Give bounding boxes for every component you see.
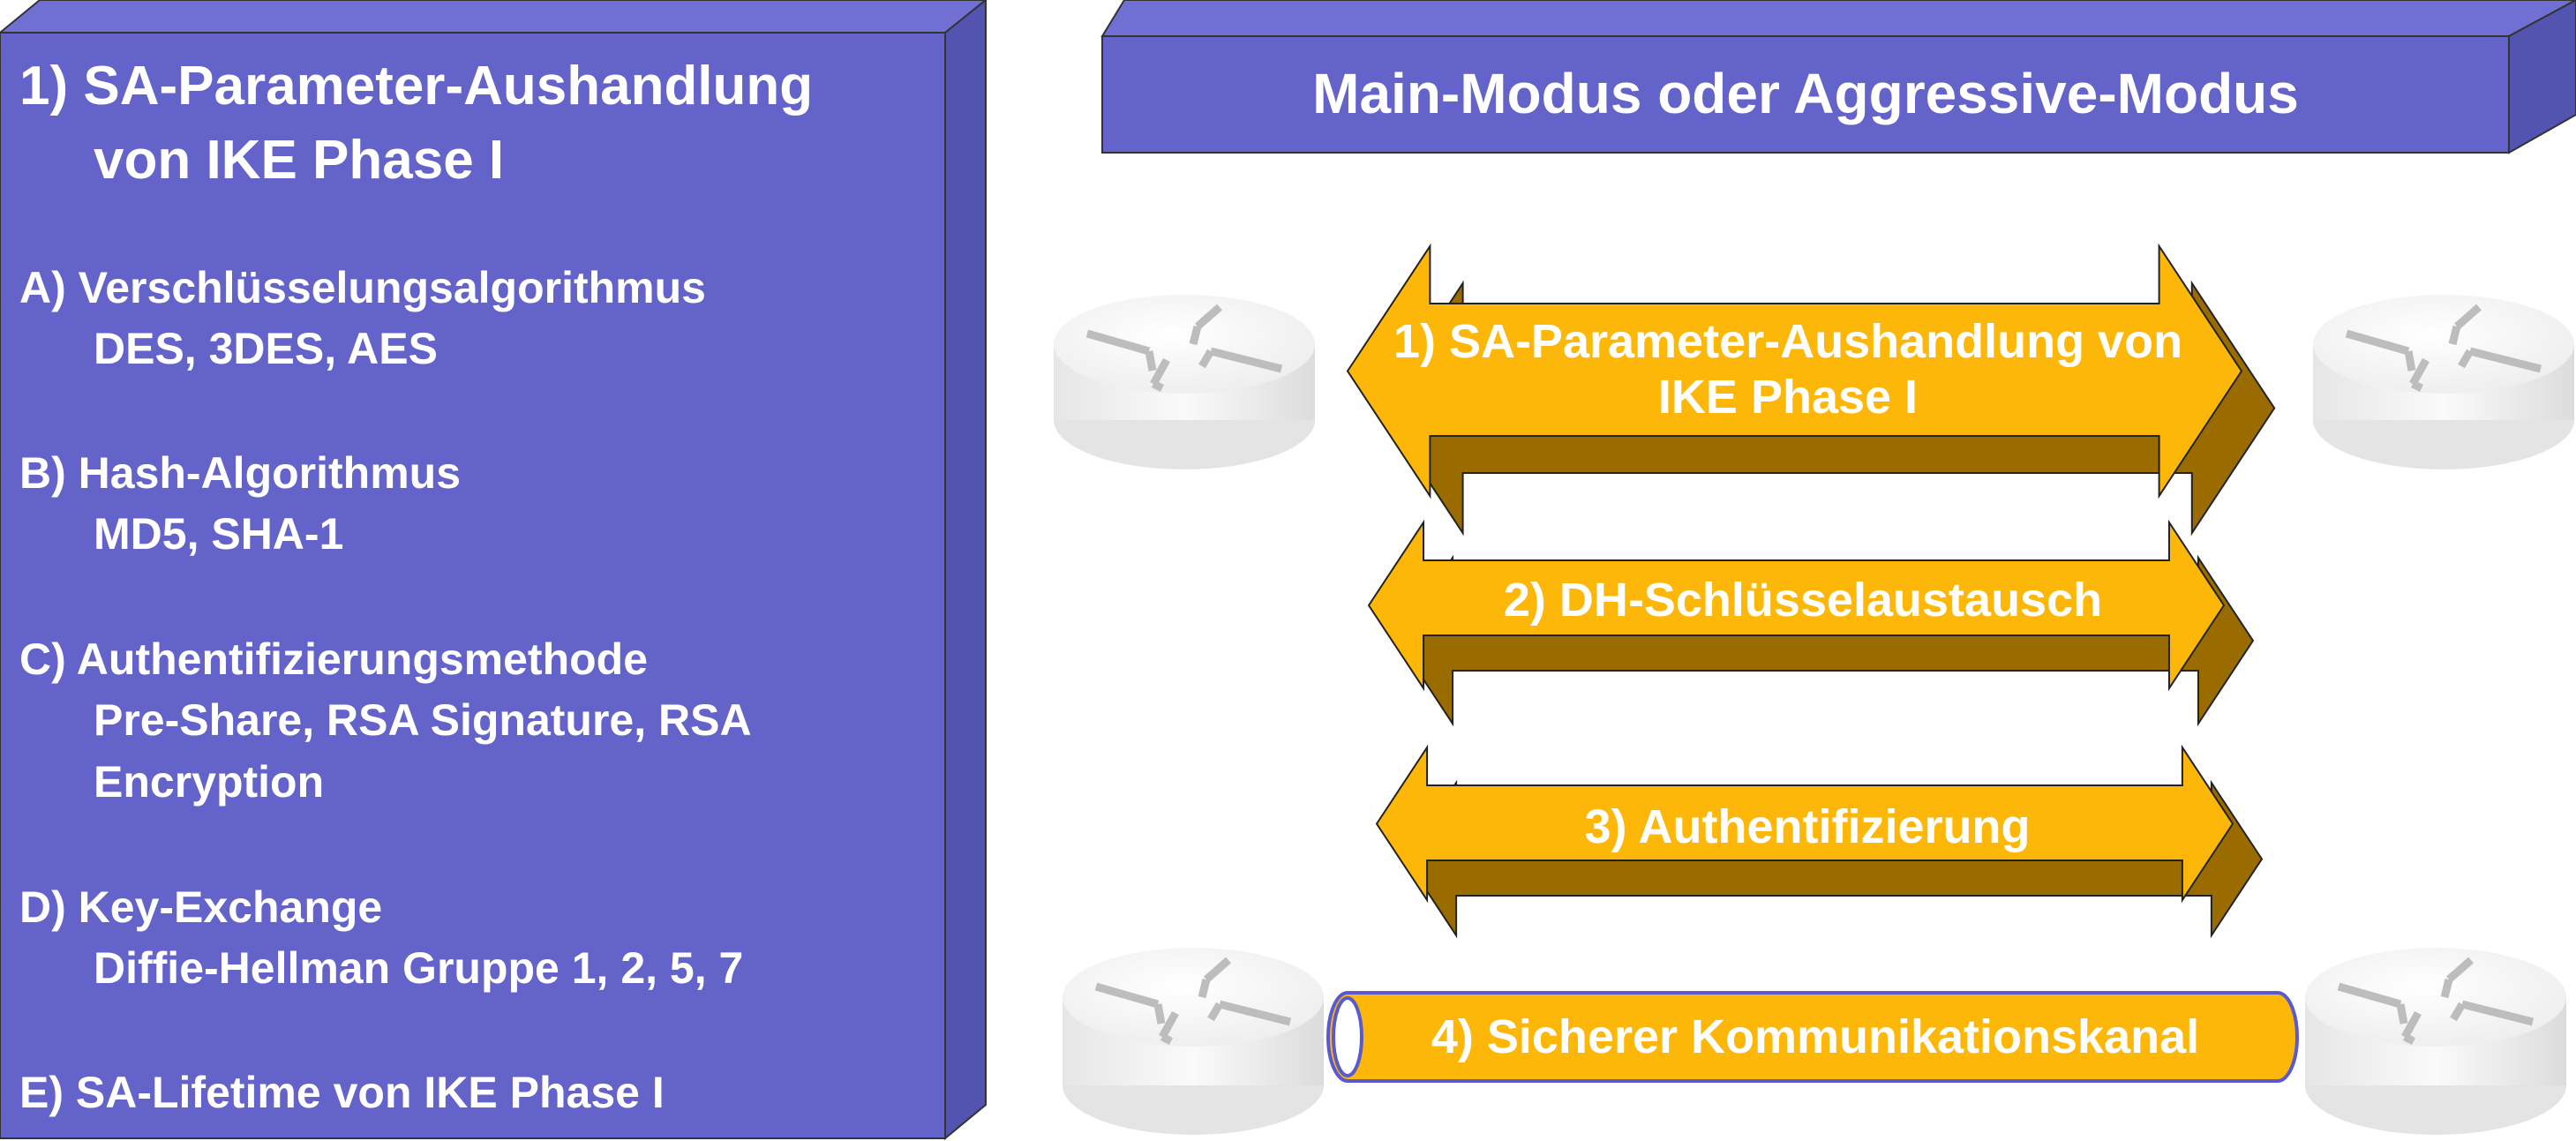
item-detail-d: Diffie-Hellman Gruppe 1, 2, 5, 7 xyxy=(94,943,743,993)
tube-opening xyxy=(1332,996,1363,1077)
step4-label: 4) Sicherer Kommunikationskanal xyxy=(1431,1010,2199,1063)
step1-label-line2: IKE Phase I xyxy=(1658,371,1918,424)
panel-front-face xyxy=(0,32,946,1139)
header-front-face xyxy=(1101,35,2510,154)
item-label-e: E) SA-Lifetime von IKE Phase I xyxy=(19,1068,665,1117)
panel-title-line2: von IKE Phase I xyxy=(94,130,504,191)
arrow-face xyxy=(1346,243,2243,499)
item-detail-c1: Pre-Share, RSA Signature, RSA xyxy=(94,695,752,745)
step1-label-line1: 1) SA-Parameter-Aushandlung von xyxy=(1393,315,2182,368)
router-icon xyxy=(1063,948,1324,1135)
step2-label: 2) DH-Schlüsselaustausch xyxy=(1504,574,2102,627)
step3-arrow xyxy=(1375,744,2264,939)
tube-body xyxy=(1326,991,2299,1083)
item-label-d: D) Key-Exchange xyxy=(19,882,382,932)
step-labels: 1) SA-Parameter-Aushandlung von IKE Phas… xyxy=(1393,315,2199,1063)
panel-title-line1: 1) SA-Parameter-Aushandlung xyxy=(19,56,813,116)
item-detail-c2: Encryption xyxy=(94,757,324,807)
item-label-c: C) Authentifizierungsmethode xyxy=(19,634,648,684)
parameter-panel: 1) SA-Parameter-Aushandlung von IKE Phas… xyxy=(0,0,988,1141)
step3-label: 3) Authentifizierung xyxy=(1585,800,2031,853)
mode-header: Main-Modus oder Aggressive-Modus xyxy=(1100,0,2576,154)
item-detail-a: DES, 3DES, AES xyxy=(94,324,438,373)
arrow-face xyxy=(1367,519,2226,692)
router-icon xyxy=(2305,948,2566,1135)
step1-arrow xyxy=(1346,243,2276,537)
secure-channel-tube xyxy=(1326,991,2299,1083)
panel-top-face xyxy=(0,0,988,34)
item-detail-b: MD5, SHA-1 xyxy=(94,509,343,559)
panel-side-face xyxy=(944,0,987,1141)
step-arrows xyxy=(1346,243,2276,939)
arrow-face xyxy=(1375,744,2234,904)
header-title: Main-Modus oder Aggressive-Modus xyxy=(1312,62,2299,125)
header-top-face xyxy=(1100,0,2576,37)
router-icon xyxy=(1054,295,1315,469)
item-label-a: A) Verschlüsselungsalgorithmus xyxy=(19,263,706,312)
router-icon xyxy=(2313,295,2574,469)
item-label-b: B) Hash-Algorithmus xyxy=(19,448,461,498)
routers xyxy=(1054,295,2574,1135)
step2-arrow xyxy=(1367,519,2255,727)
